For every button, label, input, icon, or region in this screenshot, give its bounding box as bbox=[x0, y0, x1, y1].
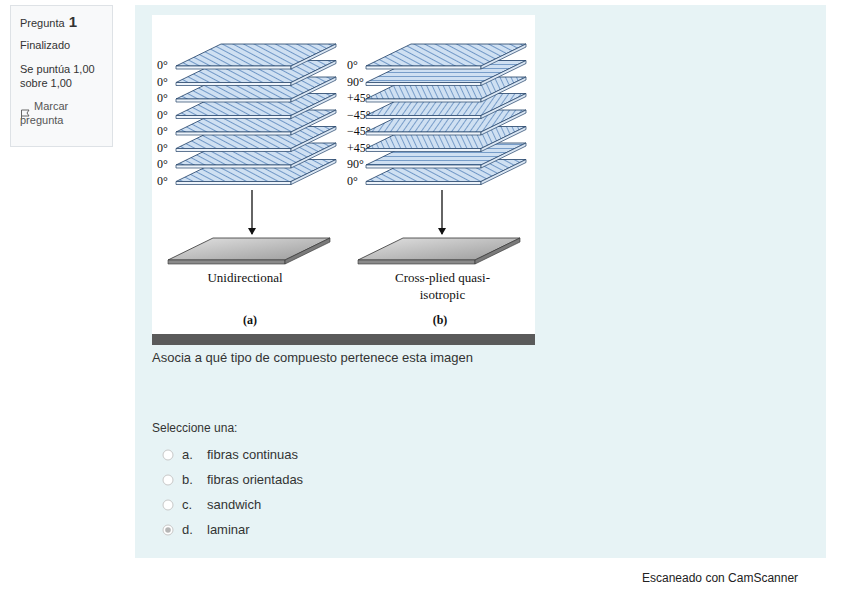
laminate-caption: Cross-plied quasi-isotropic bbox=[380, 270, 505, 304]
option-letter: b. bbox=[182, 472, 193, 489]
ply-angle-label: 0° bbox=[347, 174, 358, 190]
option-letter: d. bbox=[182, 522, 193, 539]
ply-angle-label: +45° bbox=[347, 91, 371, 107]
ply-angle-label: −45° bbox=[347, 108, 371, 124]
ply-angle-label: 0° bbox=[157, 91, 168, 107]
question-text: Asocia a qué tipo de compuesto pertenece… bbox=[152, 350, 473, 365]
subfigure-letter: (a) bbox=[230, 313, 270, 329]
flag-link: Marcar pregunta bbox=[20, 99, 92, 127]
question-grade: Se puntúa 1,00 sobre 1,00 bbox=[20, 62, 98, 90]
laminate-caption: Unidirectional bbox=[185, 270, 305, 287]
ply-angle-label: 0° bbox=[157, 58, 168, 74]
question-info-box: Pregunta 1Finalizado Se puntúa 1,00 sobre … bbox=[10, 5, 113, 147]
ply-angle-label: 0° bbox=[157, 174, 168, 190]
ply-angle-label: 90° bbox=[347, 157, 364, 173]
ply-angle-label: +45° bbox=[347, 141, 371, 157]
ply-angle-label: 0° bbox=[157, 141, 168, 157]
ply-angle-label: 0° bbox=[157, 124, 168, 140]
option-text: fibras continuas bbox=[207, 447, 298, 464]
option-text: sandwich bbox=[207, 497, 261, 514]
ply-angle-label: 0° bbox=[157, 108, 168, 124]
question-number: 1 bbox=[69, 13, 77, 30]
scanner-watermark: Escaneado con CamScanner bbox=[642, 571, 798, 587]
subfigure-letter: (b) bbox=[420, 313, 460, 329]
question-state: Finalizado bbox=[20, 38, 104, 52]
ply-angle-label: 0° bbox=[347, 58, 358, 74]
option-letter: c. bbox=[182, 497, 192, 514]
prompt-text: Seleccione una: bbox=[152, 421, 237, 435]
ply-angle-label: 0° bbox=[157, 157, 168, 173]
question-word: Pregunta bbox=[20, 17, 65, 29]
option-text: laminar bbox=[207, 522, 250, 539]
question-heading: Pregunta 1 bbox=[20, 15, 104, 30]
option-letter: a. bbox=[182, 447, 193, 464]
option-text: fibras orientadas bbox=[207, 472, 303, 489]
ply-angle-label: 90° bbox=[347, 75, 364, 91]
ply-angle-label: −45° bbox=[347, 124, 371, 140]
ply-angle-label: 0° bbox=[157, 75, 168, 91]
